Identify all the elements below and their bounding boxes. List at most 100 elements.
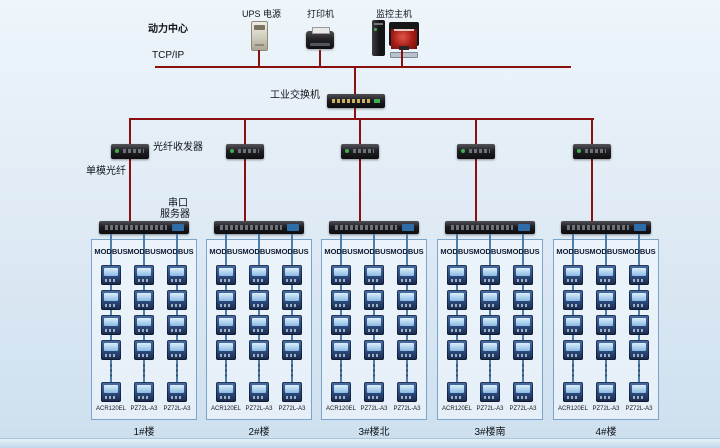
meter-model-label: PZ72L-A3 [625, 406, 653, 412]
energy-meter-icon [331, 382, 351, 402]
bus-label: MODBUS [160, 247, 194, 256]
energy-meter-icon [167, 340, 187, 360]
meter-model-label: PZ72L-A3 [592, 406, 620, 412]
energy-meter-icon [249, 315, 269, 335]
bus-label: MODBUS [556, 247, 590, 256]
fiber-transceiver-label: 光纤收发器 [153, 142, 203, 153]
energy-meter-icon [447, 340, 467, 360]
host-label: 监控主机 [376, 9, 413, 19]
energy-meter-icon [364, 315, 384, 335]
meter-model-label: PZ72L-A3 [163, 406, 191, 412]
group-fiber-link-line [244, 118, 246, 222]
energy-meter-icon [101, 265, 121, 285]
power-center-label: 动力中心 [148, 24, 188, 35]
industrial-switch-icon [327, 94, 385, 108]
serial-server-label-line2: 服务器 [160, 209, 190, 220]
group-name: 2#楼 [248, 427, 270, 438]
energy-meter-icon [282, 340, 302, 360]
meter-model-label: ACR120EL [325, 406, 357, 412]
energy-meter-icon [447, 290, 467, 310]
energy-meter-icon [513, 340, 533, 360]
serial-server-icon [99, 221, 189, 234]
fiber-transceiver-icon [111, 144, 149, 159]
meter-model-label: PZ72L-A3 [360, 406, 388, 412]
more-meters-dots: ⋮ [515, 362, 531, 379]
energy-meter-icon [167, 265, 187, 285]
distribution-line [130, 118, 594, 120]
bus-label: MODBUS [209, 247, 243, 256]
ups-drop-line [258, 50, 260, 66]
footer-divider [0, 438, 720, 439]
energy-meter-icon [480, 265, 500, 285]
energy-meter-icon [480, 340, 500, 360]
bus-label: MODBUS [589, 247, 623, 256]
serial-server-icon [214, 221, 304, 234]
bus-label: MODBUS [324, 247, 358, 256]
energy-meter-icon [447, 315, 467, 335]
group-fiber-link-line [129, 118, 131, 222]
more-meters-dots: ⋮ [449, 362, 465, 379]
modbus-line [291, 234, 293, 395]
energy-meter-icon [249, 340, 269, 360]
modbus-line [258, 234, 260, 395]
bus-label: MODBUS [94, 247, 128, 256]
energy-meter-icon [331, 290, 351, 310]
serial-server-icon [329, 221, 419, 234]
host-monitor-screen [391, 29, 417, 49]
energy-meter-icon [282, 265, 302, 285]
energy-meter-icon [596, 340, 616, 360]
energy-meter-icon [101, 290, 121, 310]
meter-model-label: PZ72L-A3 [245, 406, 273, 412]
more-meters-dots: ⋮ [482, 362, 498, 379]
ups-label: UPS 电源 [242, 9, 282, 19]
more-meters-dots: ⋮ [598, 362, 614, 379]
energy-meter-icon [563, 382, 583, 402]
energy-meter-icon [167, 290, 187, 310]
energy-meter-icon [331, 340, 351, 360]
group-fiber-link-line [359, 118, 361, 222]
energy-meter-icon [101, 340, 121, 360]
energy-meter-icon [331, 315, 351, 335]
energy-meter-icon [629, 265, 649, 285]
host-drop-line [401, 50, 403, 66]
energy-meter-icon [282, 382, 302, 402]
serial-server-icon [445, 221, 535, 234]
energy-meter-icon [397, 382, 417, 402]
energy-meter-icon [447, 265, 467, 285]
printer-drop-line [319, 50, 321, 66]
bus-label: MODBUS [622, 247, 656, 256]
energy-meter-icon [216, 340, 236, 360]
building-group: MODBUS MODBUS MODBUS ⋮ ⋮ ⋮ ACR120EL PZ72… [552, 118, 660, 440]
energy-meter-icon [331, 265, 351, 285]
single-mode-fiber-label: 单模光纤 [86, 166, 126, 177]
energy-meter-icon [216, 382, 236, 402]
building-group: MODBUS MODBUS MODBUS ⋮ ⋮ ⋮ ACR120EL PZ72… [90, 118, 198, 440]
energy-meter-icon [563, 340, 583, 360]
more-meters-dots: ⋮ [251, 362, 267, 379]
energy-meter-icon [629, 315, 649, 335]
more-meters-dots: ⋮ [565, 362, 581, 379]
bus-label: MODBUS [506, 247, 540, 256]
more-meters-dots: ⋮ [366, 362, 382, 379]
group-name: 3#楼南 [474, 427, 506, 438]
serial-server-label-line1: 串口 [168, 198, 188, 209]
energy-meter-icon [167, 382, 187, 402]
modbus-line [489, 234, 491, 395]
modbus-line [373, 234, 375, 395]
energy-meter-icon [596, 315, 616, 335]
more-meters-dots: ⋮ [218, 362, 234, 379]
energy-meter-icon [397, 315, 417, 335]
energy-meter-icon [216, 265, 236, 285]
energy-meter-icon [134, 265, 154, 285]
energy-meter-icon [364, 290, 384, 310]
energy-meter-icon [513, 290, 533, 310]
energy-meter-icon [480, 382, 500, 402]
modbus-line [605, 234, 607, 395]
modbus-line [406, 234, 408, 395]
meter-model-label: ACR120EL [95, 406, 127, 412]
host-monitor-icon [389, 22, 419, 49]
energy-meter-icon [364, 340, 384, 360]
energy-meter-icon [629, 340, 649, 360]
group-name: 4#楼 [595, 427, 617, 438]
bus-label: MODBUS [390, 247, 424, 256]
